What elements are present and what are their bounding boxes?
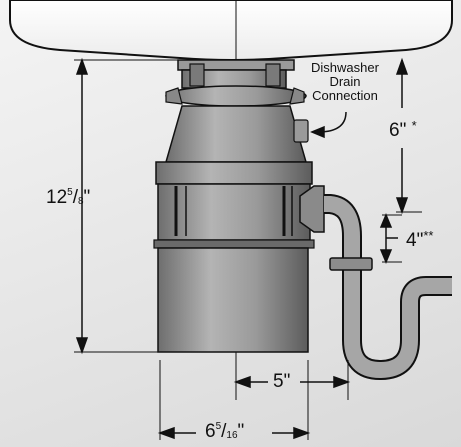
height-whole: 12 (46, 187, 68, 208)
housing-lower (157, 247, 309, 353)
width-numerator: 5 (215, 421, 222, 432)
housing-seam (153, 239, 315, 249)
dishwasher-label-line1: Dishwasher (311, 60, 379, 75)
dishwasher-label-line3: Connection (312, 88, 378, 103)
mount-ring-lower (165, 85, 307, 107)
drain-height-value: 6" (389, 120, 407, 141)
drain-height-label: 6" * (389, 118, 417, 142)
overall-height-label: 125/8" (46, 187, 91, 208)
width-denominator: 16 (226, 430, 238, 441)
mount-lug-left (189, 63, 205, 87)
mount-tab-left (165, 87, 183, 105)
dishwasher-label-line2: Drain (329, 74, 361, 89)
width-whole: 6 (205, 421, 216, 442)
discharge-outlet (299, 185, 325, 233)
mount-tab-right (289, 87, 305, 105)
trap-drop-label: 4"** (406, 228, 433, 252)
width-unit: " (237, 421, 245, 442)
housing-upper (157, 183, 311, 241)
slip-nut (329, 257, 373, 271)
trap-drop-mark: ** (423, 228, 434, 243)
trap-drop-value: 4" (406, 230, 424, 251)
outlet-offset-label: 5" (273, 371, 291, 392)
height-denominator: 8 (77, 196, 84, 207)
dishwasher-drain-label: Dishwasher Drain Connection (290, 61, 400, 103)
sink-bowl (9, 0, 453, 61)
drain-height-mark: * (411, 118, 417, 133)
height-numerator: 5 (67, 187, 73, 198)
dishwasher-inlet (293, 119, 309, 143)
overall-width-label: 65/16" (205, 421, 245, 442)
mount-lug-right (265, 63, 281, 87)
upper-body (165, 105, 307, 163)
housing-band (155, 161, 313, 185)
height-unit: " (83, 187, 91, 208)
